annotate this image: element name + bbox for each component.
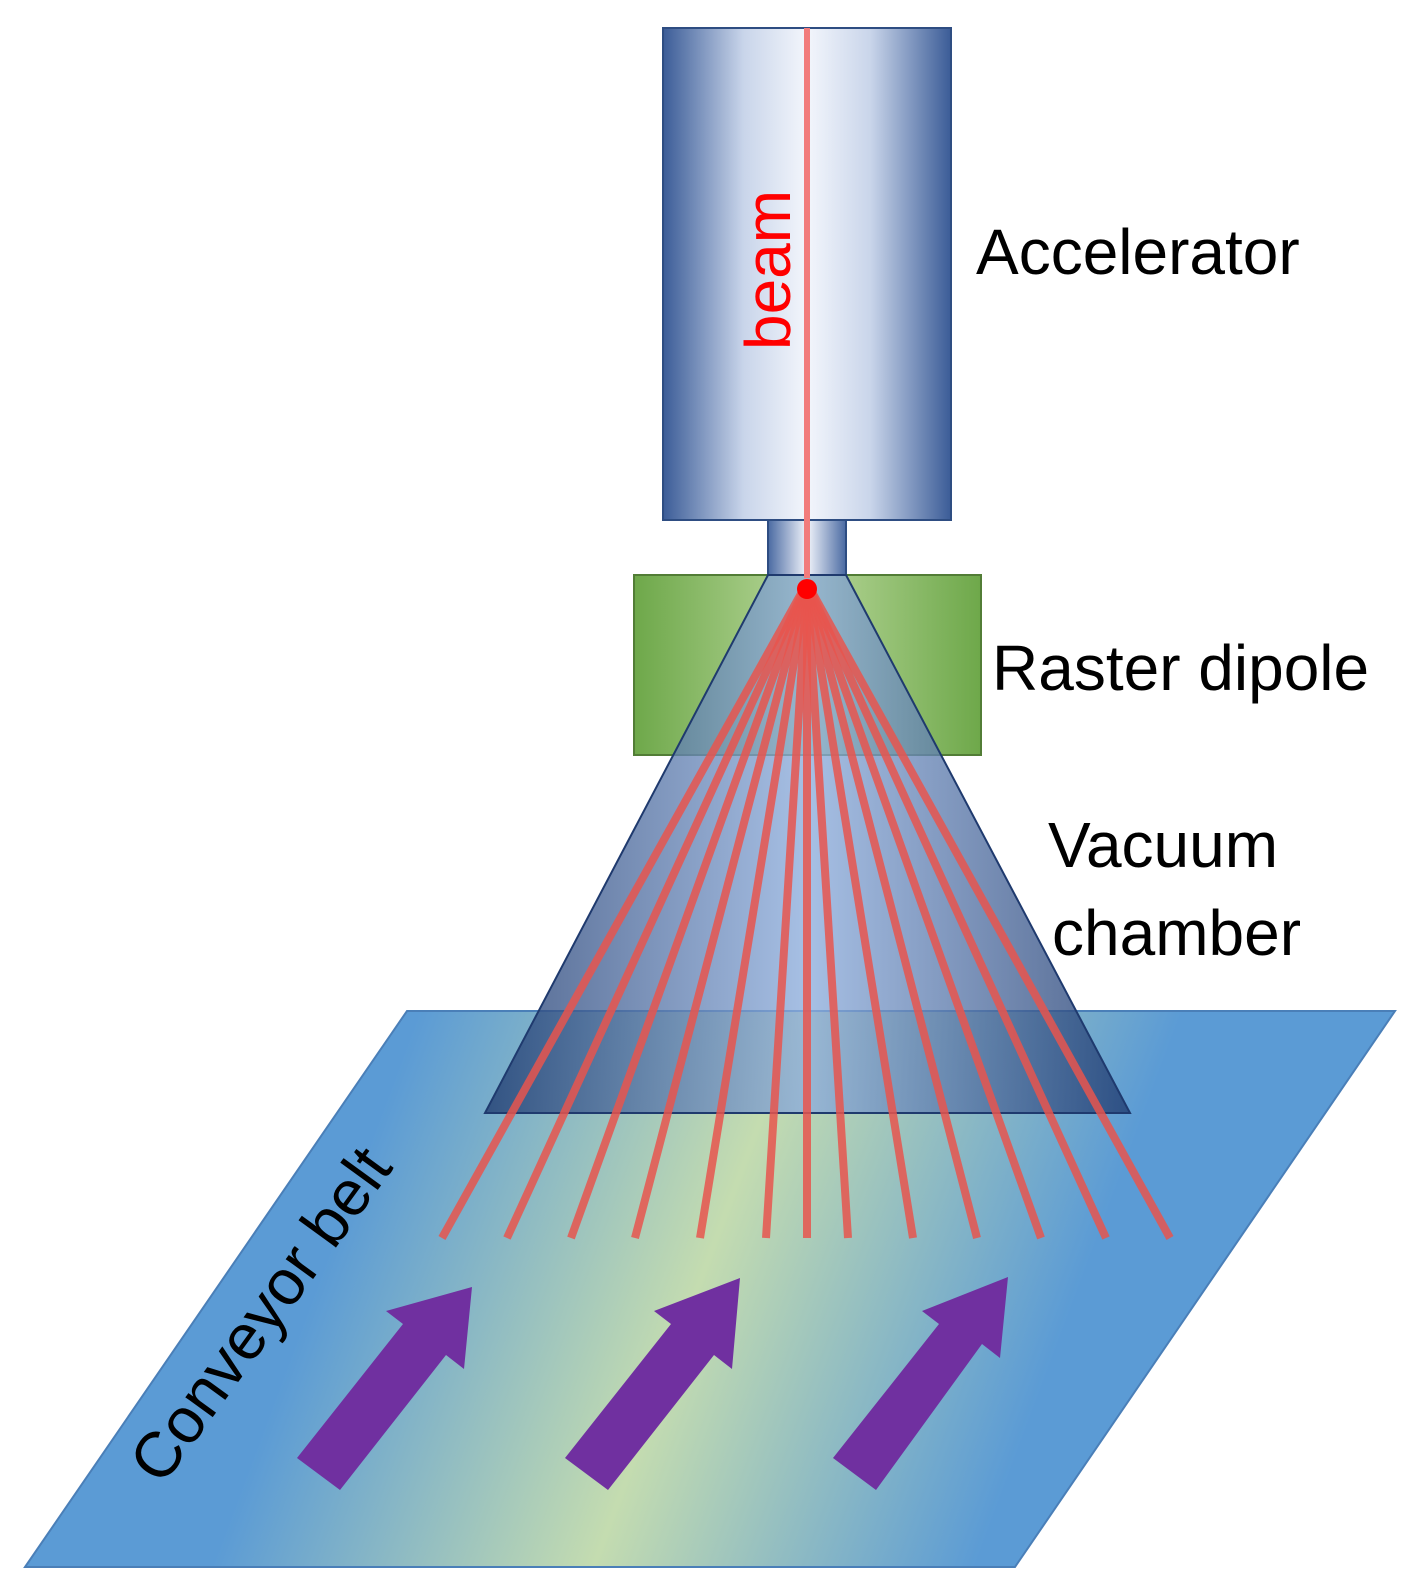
arrow-up-right-icon [833,1277,1008,1490]
beamlet [438,581,811,1240]
beamlet [503,581,811,1240]
arrow-up-right-icon [565,1278,740,1490]
beamlet [803,582,917,1239]
beam-label: beam [732,190,804,350]
arrow-up-right-icon [297,1287,472,1490]
vacuum-chamber-label-line2: chamber [1052,897,1301,969]
beamlet [762,582,811,1239]
beamlet [803,582,852,1239]
beamlet [696,582,811,1239]
accelerator-label: Accelerator [976,216,1300,288]
belt-flow-arrows [297,1277,1008,1490]
beamlet [803,581,1110,1240]
vacuum-chamber-label-line1: Vacuum [1048,809,1278,881]
raster-dipole-label: Raster dipole [992,632,1369,704]
raster-beamlets [438,579,1174,1240]
beamlet [567,581,811,1240]
beamlet [803,581,981,1240]
beamlet [631,581,811,1240]
beamlet [803,581,1045,1240]
beam-focal-point [797,579,817,599]
beamlet [803,581,1174,1240]
